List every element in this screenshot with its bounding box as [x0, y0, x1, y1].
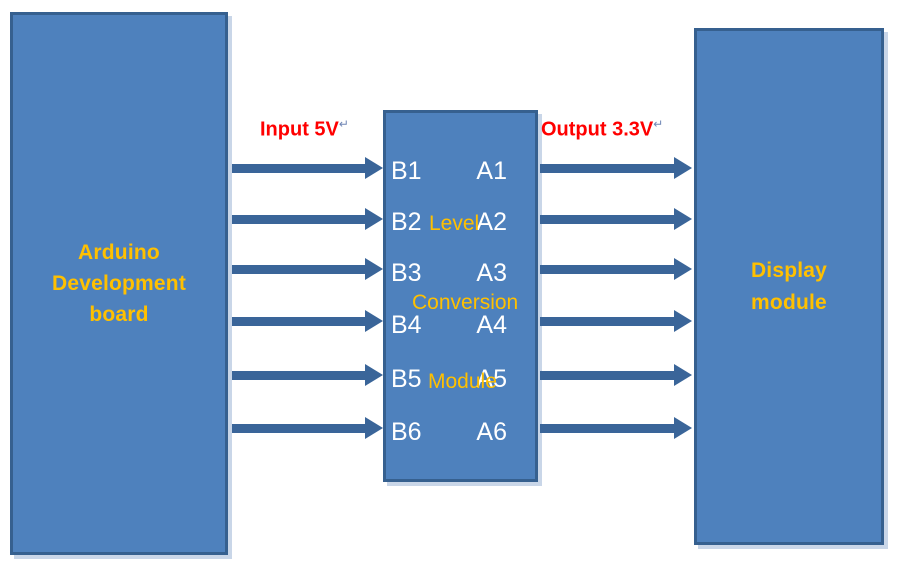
pin-a4: A4 [476, 311, 507, 339]
module-label-module: Module [428, 370, 497, 393]
arrow-head [365, 417, 383, 439]
pin-b5: B5 [391, 365, 422, 393]
input-arrow-5 [232, 364, 383, 386]
level-conversion-module-block[interactable]: B1 B2 B3 B4 B5 B6 A1 A2 A3 A4 A5 A6 Leve… [383, 110, 538, 482]
arduino-board-label-line3: board [89, 303, 149, 327]
arrow-head [365, 157, 383, 179]
pin-b2: B2 [391, 208, 422, 236]
display-module-block[interactable]: Display module [694, 28, 884, 545]
arduino-board-label-line2: Development [51, 271, 187, 295]
arduino-development-board-block[interactable]: Arduino Development board [10, 12, 228, 555]
input-arrow-2 [232, 208, 383, 230]
arrow-head [365, 258, 383, 280]
arrow-head [674, 208, 692, 230]
pin-a1: A1 [476, 157, 507, 185]
arrow-head [365, 310, 383, 332]
output-arrow-1 [540, 157, 692, 179]
arrow-head [674, 157, 692, 179]
output-arrow-4 [540, 310, 692, 332]
module-label-conversion: Conversion [412, 291, 519, 314]
output-arrow-3 [540, 258, 692, 280]
input-voltage-text: Input 5V [260, 118, 339, 141]
pilcrow-icon: ↵ [338, 117, 349, 131]
arrow-head [674, 310, 692, 332]
arrow-shaft [540, 164, 674, 173]
pilcrow-icon: ↵ [653, 117, 664, 131]
arrow-shaft [232, 215, 365, 224]
input-arrow-4 [232, 310, 383, 332]
output-voltage-text: Output 3.3V [541, 118, 654, 141]
output-voltage-caption: Output 3.3V↵ [541, 117, 663, 142]
display-module-label: Display module [751, 255, 827, 317]
arduino-board-label-line1: Arduino [78, 240, 160, 264]
arrow-shaft [540, 371, 674, 380]
pin-a5: A5 [476, 365, 507, 393]
arrow-head [674, 417, 692, 439]
output-arrow-5 [540, 364, 692, 386]
input-arrow-6 [232, 417, 383, 439]
pin-b4: B4 [391, 311, 422, 339]
arrow-shaft [232, 317, 365, 326]
arrow-shaft [540, 265, 674, 274]
output-arrow-6 [540, 417, 692, 439]
pin-b1: B1 [391, 157, 422, 185]
arrow-shaft [540, 215, 674, 224]
input-voltage-caption: Input 5V↵ [260, 117, 349, 142]
arrow-shaft [232, 371, 365, 380]
pin-a6: A6 [476, 418, 507, 446]
pin-a3: A3 [476, 259, 507, 287]
arduino-board-label: Arduino Development board [52, 237, 186, 330]
arrow-head [674, 258, 692, 280]
display-module-label-line1: Display [750, 259, 828, 283]
arrow-shaft [232, 164, 365, 173]
arrow-shaft [540, 424, 674, 433]
arrow-head [674, 364, 692, 386]
arrow-shaft [232, 265, 365, 274]
display-module-label-line2: module [751, 290, 827, 314]
arrow-head [365, 364, 383, 386]
arrow-head [365, 208, 383, 230]
pin-b6: B6 [391, 418, 422, 446]
arrow-shaft [540, 317, 674, 326]
module-label-level: Level [429, 212, 480, 235]
pin-a2: A2 [476, 208, 507, 236]
input-arrow-3 [232, 258, 383, 280]
arrow-shaft [232, 424, 365, 433]
input-arrow-1 [232, 157, 383, 179]
pin-b3: B3 [391, 259, 422, 287]
output-arrow-2 [540, 208, 692, 230]
